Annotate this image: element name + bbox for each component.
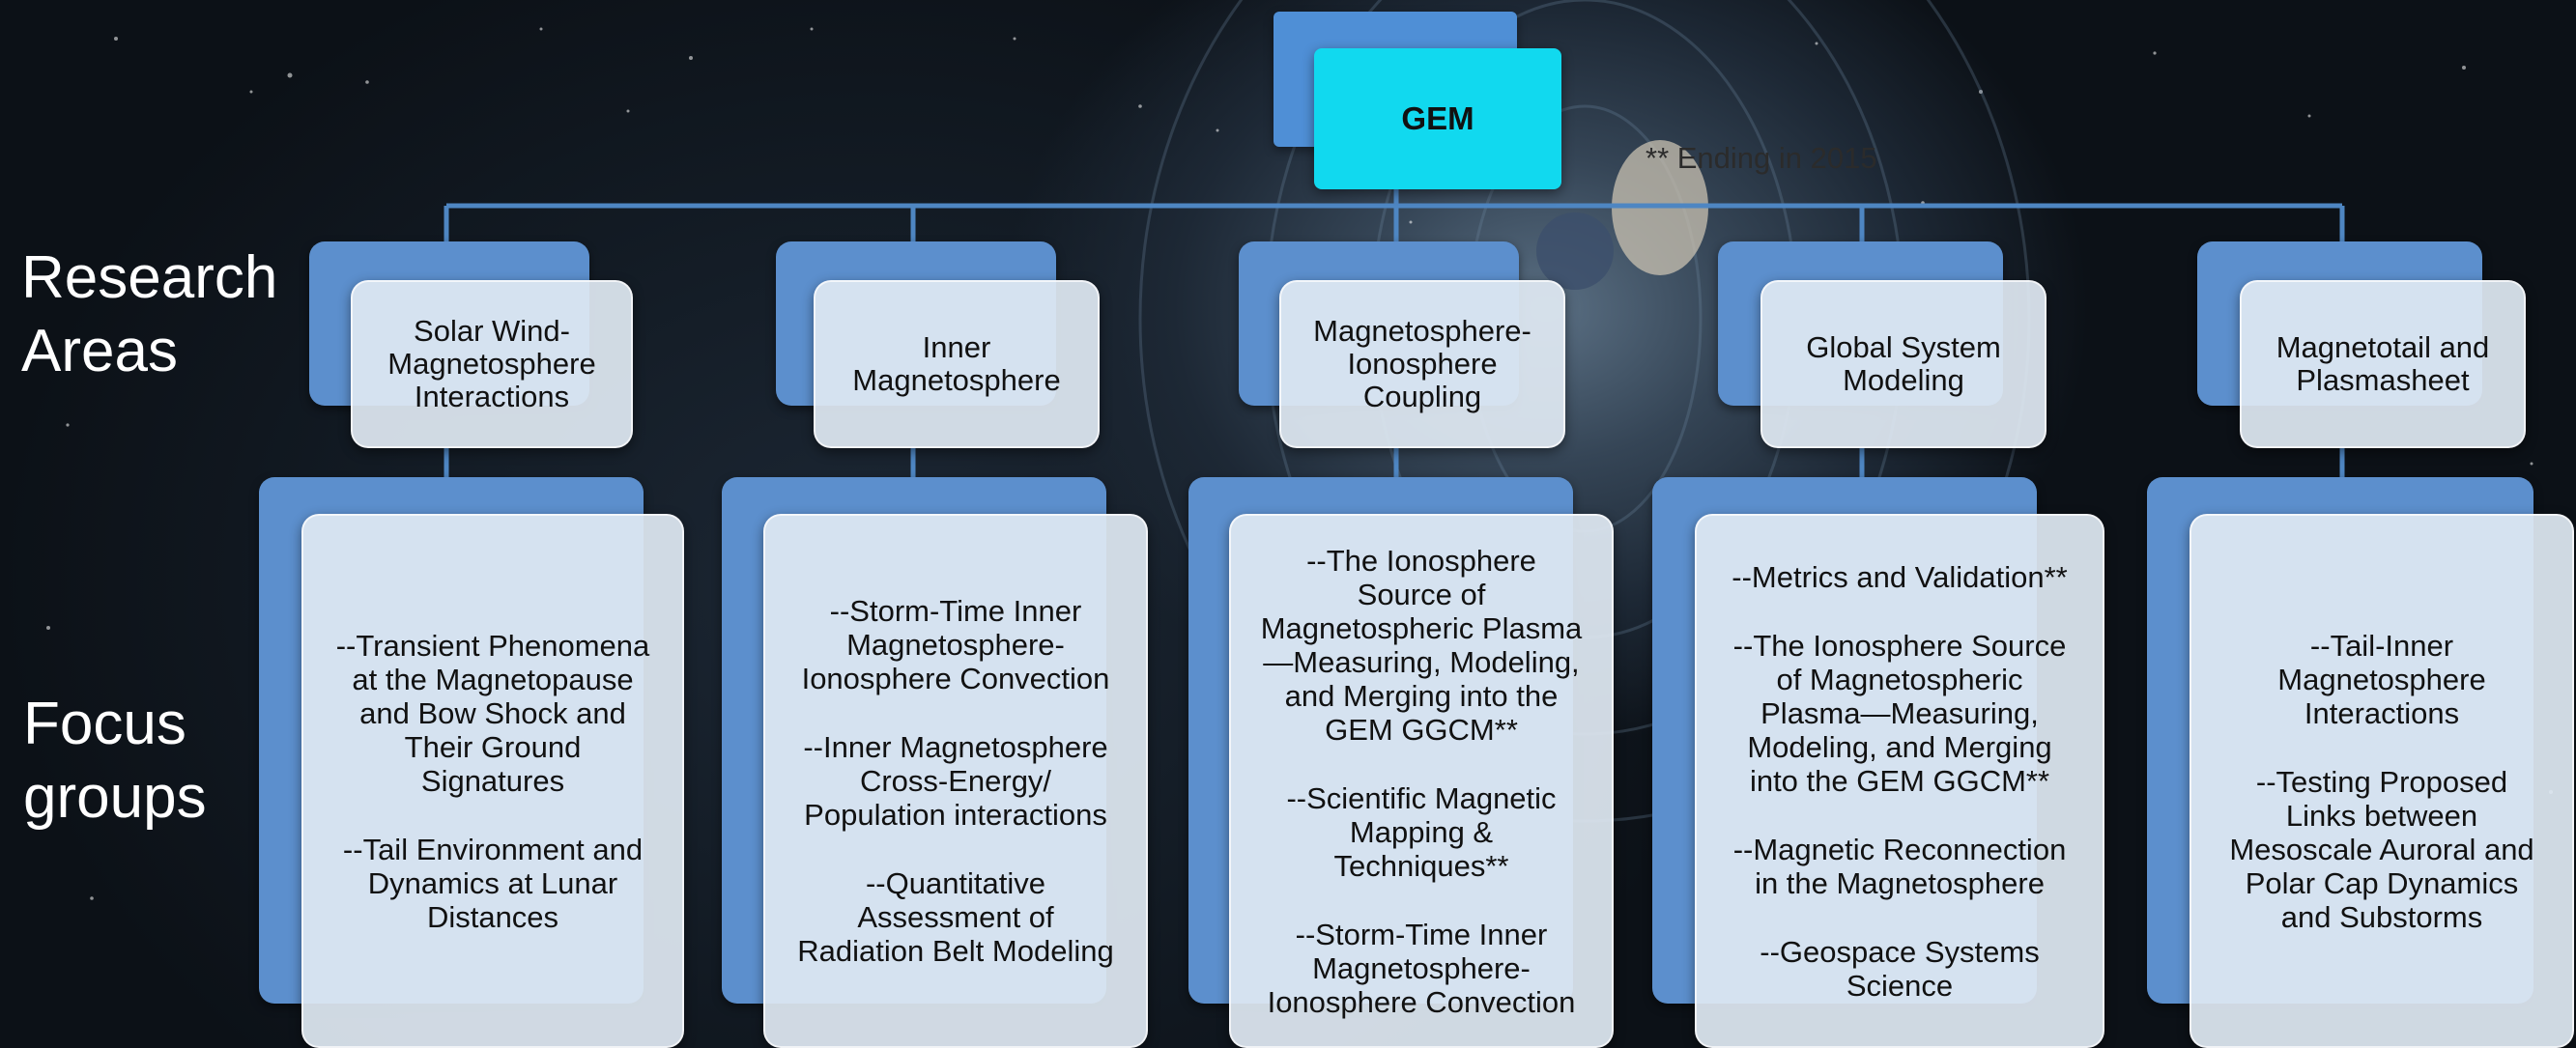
focus-column-2: --Storm-Time Inner Magnetosphere- Ionosp…: [763, 514, 1148, 1048]
ending-note: ** Ending in 2015: [1646, 141, 1877, 175]
focus-group-item: --Inner Magnetosphere Cross-Energy/ Popu…: [803, 730, 1108, 832]
focus-group-item: --Tail Environment and Dynamics at Lunar…: [342, 832, 644, 934]
research-area-5: Magnetotail and Plasmasheet: [2240, 280, 2526, 448]
research-area-2-label: Inner Magnetosphere: [852, 330, 1061, 397]
focus-column-1: --Transient Phenomena at the Magnetopaus…: [301, 514, 684, 1048]
research-area-1-label: Solar Wind- Magnetosphere Interactions: [387, 314, 596, 413]
focus-group-item: --Geospace Systems Science: [1760, 934, 2040, 1003]
research-area-2: Inner Magnetosphere: [814, 280, 1100, 448]
gem-root-label: GEM: [1401, 100, 1474, 136]
focus-group-item: --The Ionosphere Source of Magnetospheri…: [1732, 628, 2067, 798]
focus-column-3: --The Ionosphere Source of Magnetospheri…: [1229, 514, 1614, 1048]
focus-groups-label: Focus groups: [23, 691, 207, 831]
focus-column-5: --Tail-Inner Magnetosphere Interactions …: [2190, 514, 2574, 1048]
research-area-4: Global System Modeling: [1760, 280, 2046, 448]
focus-column-4: --Metrics and Validation** --The Ionosph…: [1695, 514, 2104, 1048]
focus-group-item: --Metrics and Validation**: [1732, 559, 2068, 594]
research-area-4-label: Global System Modeling: [1806, 330, 2001, 397]
research-area-3: Magnetosphere- Ionosphere Coupling: [1279, 280, 1565, 448]
research-area-1: Solar Wind- Magnetosphere Interactions: [351, 280, 633, 448]
research-area-5-label: Magnetotail and Plasmasheet: [2275, 330, 2490, 397]
focus-group-item: --Scientific Magnetic Mapping & Techniqu…: [1286, 780, 1557, 883]
focus-group-item: --Storm-Time Inner Magnetosphere- Ionosp…: [1267, 917, 1576, 1019]
focus-group-item: --Magnetic Reconnection in the Magnetosp…: [1732, 832, 2067, 900]
focus-group-item: --Tail-Inner Magnetosphere Interactions: [2277, 628, 2486, 730]
focus-group-item: --Quantitative Assessment of Radiation B…: [797, 866, 1114, 968]
focus-group-item: --The Ionosphere Source of Magnetospheri…: [1260, 543, 1583, 747]
focus-group-item: --Testing Proposed Links between Mesosca…: [2229, 764, 2534, 934]
research-area-3-label: Magnetosphere- Ionosphere Coupling: [1313, 314, 1531, 413]
gem-root-node: GEM: [1314, 48, 1561, 189]
focus-group-item: --Transient Phenomena at the Magnetopaus…: [335, 628, 650, 798]
focus-group-item: --Storm-Time Inner Magnetosphere- Ionosp…: [801, 594, 1110, 695]
research-areas-label: Research Areas: [21, 244, 278, 384]
